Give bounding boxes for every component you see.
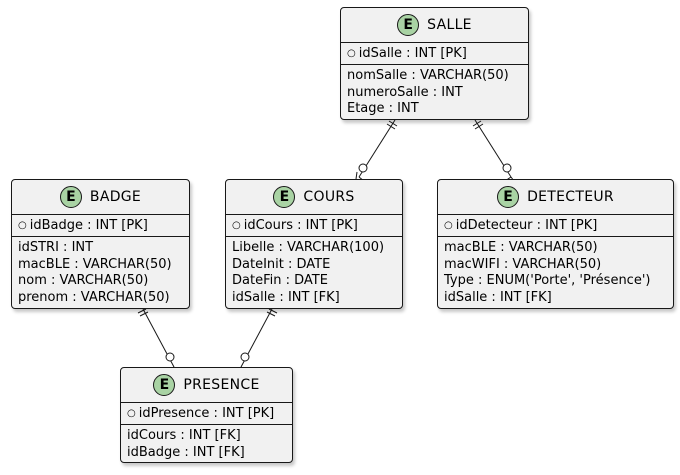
- attribute-list: idCours : INT [FK] idBadge : INT [FK]: [121, 425, 292, 461]
- attribute: macBLE : VARCHAR(50): [444, 240, 598, 255]
- pk-bullet-icon: ○: [127, 408, 136, 419]
- entity-header: E DETECTEUR: [438, 180, 673, 215]
- attribute: idSalle : INT [FK]: [232, 289, 340, 305]
- attribute: nomSalle : VARCHAR(50): [347, 68, 509, 83]
- pk-bullet-icon: ○: [18, 220, 27, 231]
- attribute: macWIFI : VARCHAR(50): [444, 256, 602, 272]
- entity-badge: E BADGE ○idBadge : INT [PK] idSTRI : INT…: [11, 179, 190, 309]
- entity-title: DETECTEUR: [527, 189, 614, 205]
- primary-key-row: ○idSalle : INT [PK]: [341, 43, 528, 65]
- attribute-list: macBLE : VARCHAR(50) macWIFI : VARCHAR(5…: [438, 237, 673, 306]
- primary-key-row: ○idCours : INT [PK]: [226, 215, 402, 237]
- pk-bullet-icon: ○: [347, 48, 356, 59]
- link-salle-cours: [355, 119, 398, 182]
- entity-title: SALLE: [427, 17, 472, 33]
- attribute: DateFin : DATE: [232, 273, 328, 288]
- entity-header: E COURS: [226, 180, 402, 215]
- attribute-list: idSTRI : INT macBLE : VARCHAR(50) nom : …: [12, 237, 189, 306]
- link-badge-presence: [137, 308, 178, 372]
- primary-key: idDetecteur : INT [PK]: [455, 218, 598, 233]
- primary-key: idPresence : INT [PK]: [138, 406, 275, 421]
- attribute: Type : ENUM('Porte', 'Présence'): [444, 273, 651, 288]
- attribute: numeroSalle : INT: [347, 84, 463, 100]
- attribute: idBadge : INT [FK]: [127, 444, 245, 460]
- entity-title: BADGE: [89, 189, 142, 205]
- attribute: idCours : INT [FK]: [127, 428, 241, 443]
- primary-key: idBadge : INT [PK]: [29, 218, 148, 233]
- attribute: macBLE : VARCHAR(50): [18, 256, 172, 272]
- entity-marker-icon: E: [397, 14, 420, 36]
- primary-key-row: ○idDetecteur : INT [PK]: [438, 215, 673, 237]
- entity-title: COURS: [303, 189, 355, 205]
- attribute: Etage : INT: [347, 101, 419, 116]
- entity-header: E SALLE: [341, 8, 528, 43]
- entity-header: E BADGE: [12, 180, 189, 215]
- entity-marker-icon: E: [59, 186, 82, 208]
- primary-key-row: ○idPresence : INT [PK]: [121, 403, 292, 425]
- entity-marker-icon: E: [273, 186, 296, 208]
- pk-bullet-icon: ○: [444, 220, 453, 231]
- attribute-list: nomSalle : VARCHAR(50) numeroSalle : INT…: [341, 65, 528, 118]
- attribute: Libelle : VARCHAR(100): [232, 240, 385, 255]
- attribute: idSTRI : INT: [18, 240, 94, 255]
- link-cours-presence: [237, 308, 278, 372]
- attribute: DateInit : DATE: [232, 256, 331, 272]
- pk-bullet-icon: ○: [232, 220, 241, 231]
- link-salle-detecteur: [472, 119, 515, 182]
- entity-detecteur: E DETECTEUR ○idDetecteur : INT [PK] macB…: [437, 179, 674, 309]
- entity-title: PRESENCE: [183, 377, 260, 393]
- attribute: nom : VARCHAR(50): [18, 273, 149, 288]
- primary-key: idCours : INT [PK]: [243, 218, 358, 233]
- entity-cours: E COURS ○idCours : INT [PK] Libelle : VA…: [225, 179, 403, 309]
- primary-key: idSalle : INT [PK]: [358, 46, 467, 61]
- entity-salle: E SALLE ○idSalle : INT [PK] nomSalle : V…: [340, 7, 529, 120]
- primary-key-row: ○idBadge : INT [PK]: [12, 215, 189, 237]
- entity-presence: E PRESENCE ○idPresence : INT [PK] idCour…: [120, 367, 293, 463]
- attribute: idSalle : INT [FK]: [444, 289, 552, 305]
- attribute-list: Libelle : VARCHAR(100) DateInit : DATE D…: [226, 237, 402, 306]
- entity-marker-icon: E: [153, 374, 176, 396]
- entity-marker-icon: E: [497, 186, 520, 208]
- entity-header: E PRESENCE: [121, 368, 292, 403]
- attribute: prenom : VARCHAR(50): [18, 289, 170, 305]
